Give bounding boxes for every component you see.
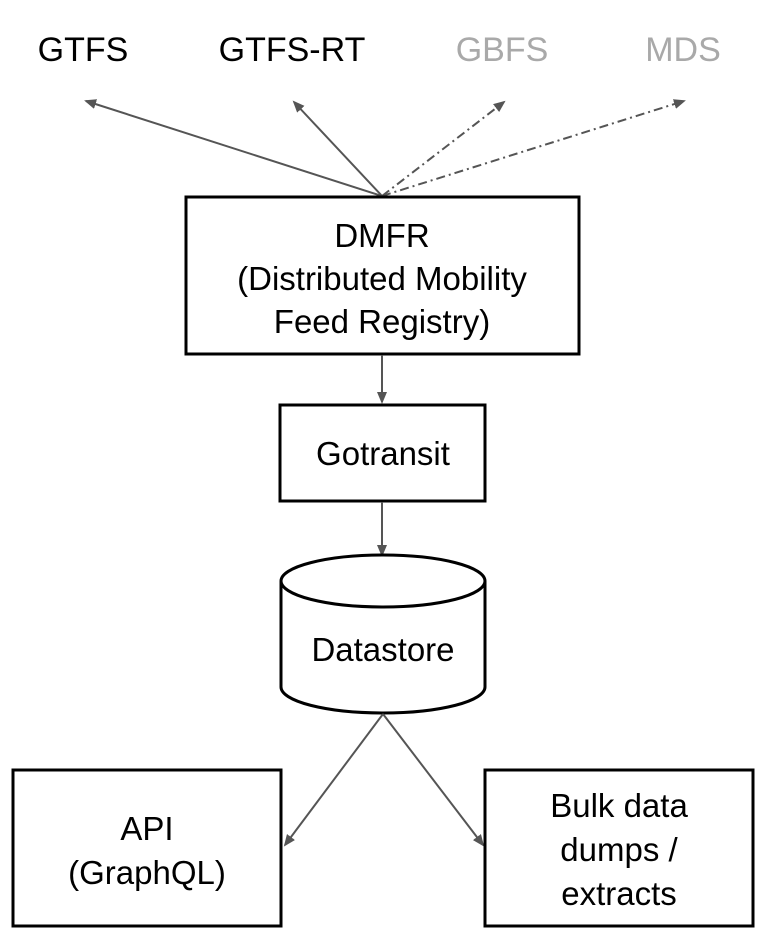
gotransit-box (278, 403, 487, 503)
format-label-gtfs-rt: GTFS-RT (219, 31, 366, 69)
edge-dmfr-to-gtfs-rt (292, 100, 383, 197)
bulk-line-1: Bulk data (550, 787, 688, 824)
bulk-line-3: extracts (561, 875, 677, 912)
api-subtitle: (GraphQL) (68, 854, 226, 891)
edge-datastore-to-api (283, 713, 384, 847)
gotransit-node: Gotransit (278, 403, 487, 503)
datastore-label: Datastore (311, 631, 454, 668)
api-title: API (120, 810, 173, 847)
datastore-cylinder-top (279, 553, 487, 609)
format-label-gtfs: GTFS (38, 31, 129, 69)
edge-dmfr-to-mds (381, 99, 686, 197)
format-label-gbfs: GBFS (456, 31, 549, 69)
bulk-node: Bulk data dumps / extracts (483, 768, 755, 928)
format-label-mds: MDS (645, 31, 721, 69)
datastore-node: Datastore (279, 553, 487, 715)
gotransit-label: Gotransit (316, 435, 450, 472)
edge-dmfr-to-gtfs (84, 99, 383, 197)
dmfr-node: DMFR (Distributed Mobility Feed Registry… (184, 195, 581, 356)
api-box (11, 768, 283, 928)
dmfr-title: DMFR (334, 217, 429, 254)
bulk-box (483, 768, 755, 928)
dmfr-subtitle-line-2: Feed Registry) (274, 303, 490, 340)
dmfr-box (184, 195, 581, 356)
bulk-line-2: dumps / (560, 831, 678, 868)
dmfr-subtitle-line-1: (Distributed Mobility (237, 260, 527, 297)
api-node: API (GraphQL) (11, 768, 283, 928)
edge-dmfr-to-gbfs (381, 100, 506, 197)
datastore-cylinder-body (279, 581, 487, 715)
edge-datastore-to-bulk (382, 713, 485, 847)
